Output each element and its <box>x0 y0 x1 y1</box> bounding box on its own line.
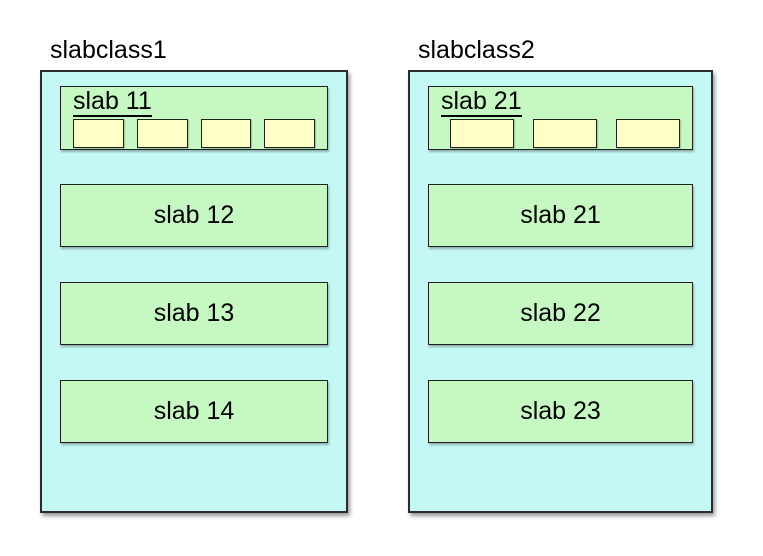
slab14-label: slab 14 <box>153 397 235 425</box>
slab12-label: slab 12 <box>153 201 235 229</box>
slab21-label: slab 21 <box>441 87 522 117</box>
slabclass1-container: slab 11 slab 12 slab 13 slab 14 <box>40 70 348 513</box>
slab22-box: slab 22 <box>428 282 693 345</box>
memory-chunk <box>264 119 315 148</box>
slab21-box: slab 21 <box>428 86 693 150</box>
memory-chunk <box>136 119 188 148</box>
slab13-label: slab 13 <box>153 299 235 327</box>
slab14-box: slab 14 <box>60 380 328 443</box>
slab13-box: slab 13 <box>60 282 328 345</box>
slabclass1-group: slabclass1 slab 11 slab 12 slab 13 slab … <box>40 36 348 513</box>
slabclass1-title: slabclass1 <box>50 36 167 64</box>
memory-chunk <box>450 119 514 148</box>
slab21-row-box: slab 21 <box>428 184 693 247</box>
slab22-label: slab 22 <box>520 299 601 327</box>
slab23-box: slab 23 <box>428 380 693 443</box>
slab23-label: slab 23 <box>520 397 601 425</box>
slab21-row-label: slab 21 <box>520 201 601 229</box>
slabclass2-title: slabclass2 <box>418 36 535 64</box>
slabclass2-group: slabclass2 slab 21 slab 21 slab 22 slab … <box>408 36 713 513</box>
memory-chunk <box>73 119 124 148</box>
memory-chunk <box>200 119 252 148</box>
slab11-label: slab 11 <box>73 87 152 117</box>
memory-chunk <box>616 119 680 148</box>
slab11-chunk-row <box>73 119 315 148</box>
slab21-chunk-row <box>450 119 680 148</box>
slab12-box: slab 12 <box>60 184 328 247</box>
memory-chunk <box>533 119 597 148</box>
slabclass2-container: slab 21 slab 21 slab 22 slab 23 <box>408 70 713 513</box>
slab11-box: slab 11 <box>60 86 328 150</box>
